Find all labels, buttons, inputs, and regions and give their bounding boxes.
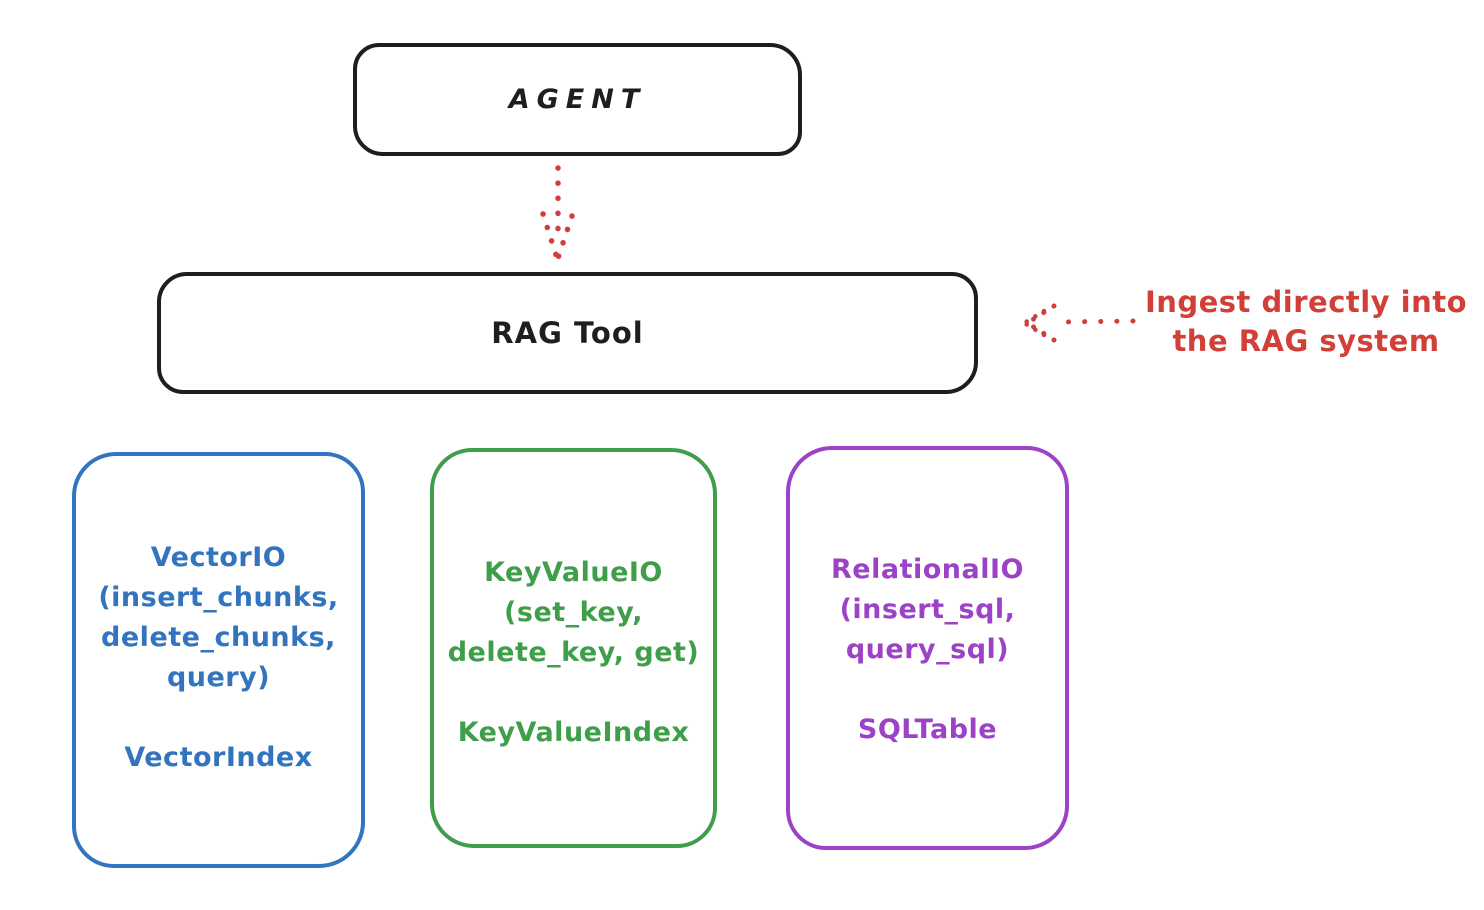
relational-io-param-line: (insert_sql,	[839, 594, 1016, 625]
spacer	[434, 673, 713, 713]
relational-io-param-line: query_sql)	[845, 634, 1010, 665]
vector-io-param-line: delete_chunks,	[101, 622, 336, 653]
agent-to-rag-arrow	[540, 165, 575, 261]
rag-tool-label: RAG Tool	[491, 316, 644, 350]
key-value-index-label: KeyValueIndex	[457, 717, 690, 748]
ingest-annotation-line1: Ingest directly into	[1144, 285, 1468, 319]
key-value-io-title: KeyValueIO	[484, 557, 663, 588]
key-value-io-param-line: delete_key, get)	[447, 637, 700, 668]
key-value-io-text: KeyValueIO (set_key, delete_key, get) Ke…	[434, 553, 713, 753]
relational-io-text: RelationalIO (insert_sql, query_sql) SQL…	[790, 550, 1065, 750]
vector-io-text: VectorIO (insert_chunks, delete_chunks, …	[76, 538, 361, 778]
spacer	[76, 698, 361, 738]
vector-io-param-line: query)	[166, 662, 271, 693]
key-value-io-param-line: (set_key,	[504, 597, 643, 628]
agent-label: AGENT	[508, 84, 647, 115]
relational-io-title: RelationalIO	[831, 554, 1024, 585]
vector-io-param-line: (insert_chunks,	[98, 582, 339, 613]
annotation-to-rag-arrow	[1023, 303, 1136, 343]
spacer	[790, 670, 1065, 710]
ingest-annotation-line2: the RAG system	[1172, 324, 1440, 358]
agent-node: AGENT	[353, 43, 802, 156]
vector-io-box: VectorIO (insert_chunks, delete_chunks, …	[72, 452, 365, 868]
vector-io-title: VectorIO	[150, 542, 287, 573]
relational-io-box: RelationalIO (insert_sql, query_sql) SQL…	[786, 446, 1069, 850]
rag-tool-node: RAG Tool	[157, 272, 978, 394]
ingest-annotation: Ingest directly into the RAG system	[1130, 283, 1482, 361]
sql-table-label: SQLTable	[857, 714, 998, 745]
vector-index-label: VectorIndex	[124, 742, 313, 773]
key-value-io-box: KeyValueIO (set_key, delete_key, get) Ke…	[430, 448, 717, 848]
